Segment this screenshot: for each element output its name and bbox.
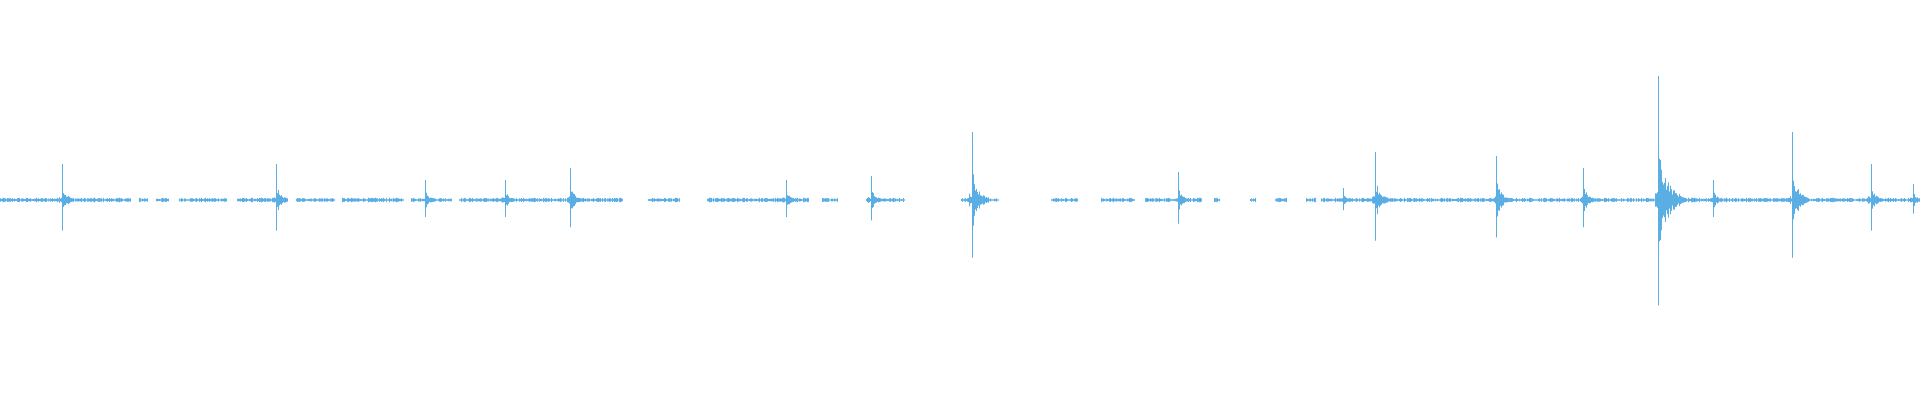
- waveform-transient: [1340, 188, 1352, 211]
- waveform-transient: [1910, 184, 1920, 214]
- waveform-baseline: [0, 197, 1920, 203]
- waveform-transient: [59, 164, 74, 231]
- waveform-transient: [1493, 156, 1510, 238]
- waveform-transient: [273, 164, 288, 231]
- waveform-transient: [1868, 164, 1883, 231]
- waveform-transient: [422, 180, 435, 217]
- waveform-transient: [783, 180, 796, 217]
- waveform-transient: [1372, 152, 1389, 241]
- waveform-transient: [1580, 168, 1595, 228]
- waveform-transient: [567, 168, 582, 228]
- waveform-transient: [1789, 132, 1809, 258]
- waveform-transient: [868, 176, 882, 221]
- waveform-transient: [969, 132, 989, 258]
- waveform-transient: [502, 180, 515, 217]
- waveform-transient: [1175, 172, 1189, 224]
- waveform-transient: [1655, 76, 1684, 306]
- waveform-transient: [1710, 180, 1723, 217]
